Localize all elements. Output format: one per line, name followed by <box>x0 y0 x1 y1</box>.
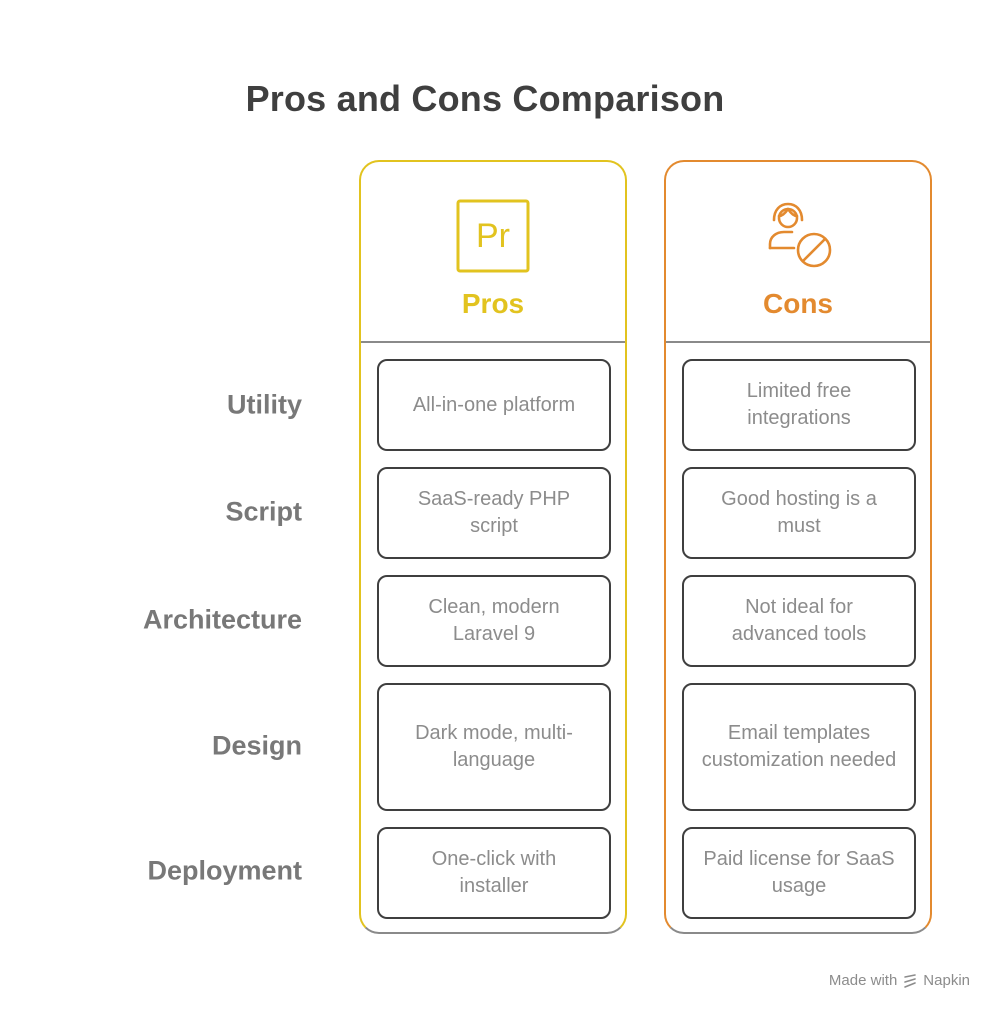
row-label-design: Design <box>211 730 302 761</box>
premiere-pro-icon: Pr <box>456 199 530 273</box>
user-blocked-icon <box>768 202 832 268</box>
napkin-brand-label: Napkin <box>923 972 970 989</box>
pros-cell-deployment: One-click with installer <box>377 827 611 919</box>
pros-header: Pr Pros <box>361 162 625 343</box>
cons-header: Cons <box>666 162 930 343</box>
pros-title: Pros <box>461 288 525 319</box>
cons-column: Cons Limited free integrations Good host… <box>664 160 932 934</box>
cons-cell-architecture: Not ideal for advanced tools <box>682 575 916 667</box>
row-label-architecture: Architecture <box>142 604 302 635</box>
cons-title: Cons <box>763 288 833 319</box>
made-with-label: Made with <box>828 972 898 989</box>
made-with-credit[interactable]: Made with Napkin <box>829 972 970 989</box>
cons-cell-utility: Limited free integrations <box>682 359 916 451</box>
pros-cell-utility: All-in-one platform <box>377 359 611 451</box>
page-title: Pros and Cons Comparison <box>245 78 725 119</box>
pros-cell-architecture: Clean, modern Laravel 9 <box>377 575 611 667</box>
pros-cell-design: Dark mode, multi-language <box>377 683 611 811</box>
cons-cell-design: Email templates customization needed <box>682 683 916 811</box>
row-label-script: Script <box>225 496 302 527</box>
premiere-pro-icon-text: Pr <box>476 217 510 255</box>
pros-cell-script: SaaS-ready PHP script <box>377 467 611 559</box>
napkin-logo-icon <box>904 973 917 988</box>
row-label-utility: Utility <box>226 389 302 420</box>
pros-column: Pr Pros All-in-one platform SaaS-ready P… <box>359 160 627 934</box>
row-label-deployment: Deployment <box>147 855 302 886</box>
cons-cell-script: Good hosting is a must <box>682 467 916 559</box>
cons-cell-deployment: Paid license for SaaS usage <box>682 827 916 919</box>
